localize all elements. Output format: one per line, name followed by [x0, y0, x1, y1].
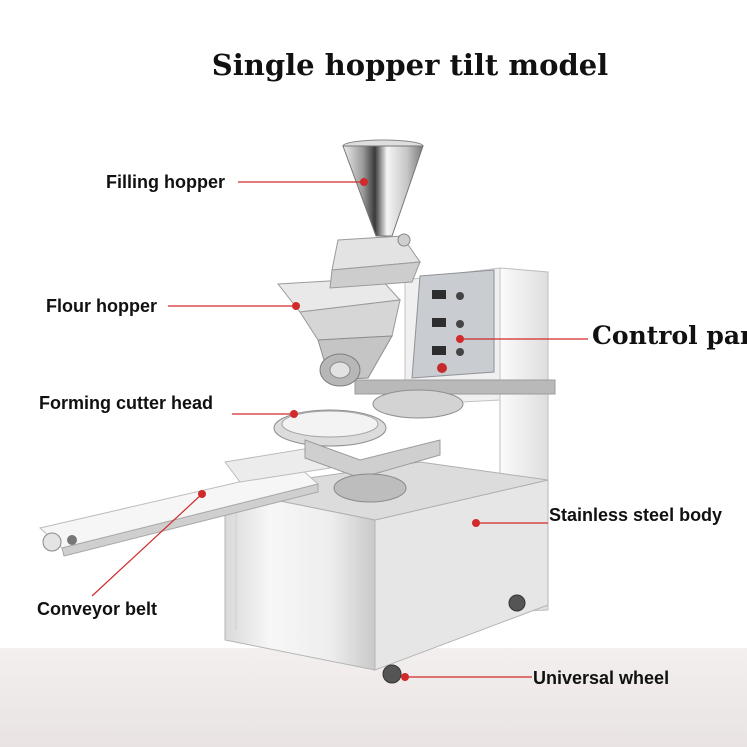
label-filling-hopper: Filling hopper	[106, 172, 225, 192]
dot-forming-cutter-head	[290, 410, 298, 418]
leader-lines	[91, 181, 588, 678]
wheels	[382, 594, 526, 684]
filling-hopper-graphic	[329, 139, 424, 289]
dot-filling-hopper	[360, 178, 368, 186]
diagram-title: Single hopper tilt model	[211, 48, 609, 82]
dot-conveyor-belt	[198, 490, 206, 498]
label-stainless-steel-body: Stainless steel body	[549, 505, 723, 525]
label-conveyor-belt: Conveyor belt	[37, 599, 158, 619]
conveyor-belt-graphic	[38, 447, 332, 557]
forming-cutter-head-graphic	[273, 389, 464, 503]
dot-universal-wheel	[401, 673, 409, 681]
dot-control-panel	[456, 335, 464, 343]
leader-dots	[198, 178, 480, 681]
dot-flour-hopper	[292, 302, 300, 310]
flour-hopper-graphic	[277, 277, 402, 387]
control-panel-graphic	[411, 269, 495, 379]
dot-stainless-steel-body	[472, 519, 480, 527]
label-control-panel: Control panel	[592, 321, 747, 350]
label-forming-cutter-head: Forming cutter head	[39, 393, 214, 413]
label-flour-hopper: Flour hopper	[46, 296, 157, 316]
label-universal-wheel: Universal wheel	[533, 668, 670, 688]
